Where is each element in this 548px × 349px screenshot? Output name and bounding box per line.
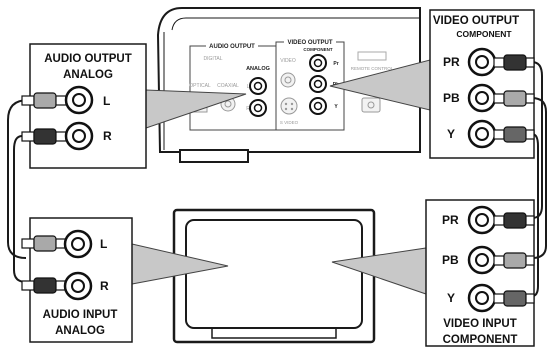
- video-y-cable: [531, 133, 539, 297]
- video-input-pb-jack-icon: [467, 245, 497, 275]
- analog-r-jack-icon: [249, 99, 267, 117]
- video-input-y-label: Y: [447, 291, 455, 305]
- video-input-y-plug-icon: [493, 290, 535, 307]
- panel-pb-jack-icon: [309, 75, 327, 93]
- panel-analog-label: ANALOG: [246, 66, 270, 72]
- audio-output-title: AUDIO OUTPUT: [44, 53, 132, 65]
- panel-remote-label: REMOTE CONTROL: [351, 66, 394, 71]
- panel-pr-jack-icon: [309, 54, 327, 72]
- video-output-title: VIDEO OUTPUT: [433, 15, 519, 27]
- video-input-subtitle: COMPONENT: [443, 334, 518, 346]
- panel-video-label: VIDEO: [280, 58, 296, 64]
- panel-pr-label: Pr: [333, 61, 338, 67]
- video-output-pb-plug-icon: [493, 90, 535, 107]
- audio-input-l-label: L: [100, 237, 107, 251]
- video-input-title: VIDEO INPUT: [443, 318, 516, 330]
- audio-r-cable: [13, 135, 27, 283]
- remote-jack-icon: [361, 97, 381, 113]
- panel-optical-label: OPTICAL: [189, 83, 211, 89]
- video-output-y-jack-icon: [467, 119, 497, 149]
- panel-video-output-label: VIDEO OUTPUT: [287, 40, 332, 46]
- audio-output-l-label: L: [103, 94, 110, 108]
- video-jack-icon: [280, 72, 296, 88]
- panel-component-label: COMPONENT: [303, 47, 333, 52]
- video-input-pb-plug-icon: [493, 252, 535, 269]
- video-input-y-jack-icon: [467, 283, 497, 313]
- video-output-pr-label: PR: [443, 55, 460, 69]
- video-input-pr-plug-icon: [493, 212, 535, 229]
- video-input-callout: PR PB Y VIDEO INPUT COMPONENT: [425, 199, 535, 347]
- audio-input-title: AUDIO INPUT: [43, 309, 118, 321]
- video-output-pr-plug-icon: [493, 54, 535, 71]
- video-output-subtitle: COMPONENT: [456, 29, 512, 39]
- audio-output-r-label: R: [103, 129, 112, 143]
- panel-coaxial-label: COAXIAL: [217, 83, 239, 89]
- panel-l-label: L: [247, 84, 250, 90]
- audio-l-cable: [7, 99, 29, 259]
- audio-input-r-plug-icon: [21, 277, 67, 294]
- video-output-y-plug-icon: [493, 126, 535, 143]
- video-output-y-label: Y: [447, 127, 455, 141]
- tv-set: [172, 208, 376, 344]
- video-input-pr-label: PR: [442, 213, 459, 227]
- player-foot: [179, 149, 249, 163]
- video-output-pb-jack-icon: [467, 83, 497, 113]
- video-output-pb-label: PB: [443, 91, 460, 105]
- panel-audio-output-label: AUDIO OUTPUT: [209, 44, 255, 50]
- video-output-pr-jack-icon: [467, 47, 497, 77]
- analog-l-jack-icon: [249, 77, 267, 95]
- tv-screen: [185, 219, 363, 329]
- panel-r-label: R: [246, 106, 250, 112]
- svideo-jack-icon: [280, 97, 298, 115]
- panel-digital-label: DIGITAL: [203, 56, 222, 62]
- audio-output-r-plug-icon: [21, 128, 67, 145]
- video-input-pr-jack-icon: [467, 205, 497, 235]
- audio-input-r-label: R: [100, 279, 109, 293]
- audio-output-l-jack-icon: [64, 85, 94, 115]
- audio-input-subtitle: ANALOG: [55, 325, 105, 337]
- audio-input-l-plug-icon: [21, 235, 67, 252]
- panel-svideo-label: S VIDEO: [280, 120, 299, 125]
- video-input-pb-label: PB: [442, 253, 459, 267]
- audio-output-subtitle: ANALOG: [63, 69, 113, 81]
- video-pb-cable: [531, 97, 547, 259]
- audio-input-l-jack-icon: [63, 229, 93, 259]
- panel-y-label: Y: [334, 104, 338, 110]
- audio-output-r-jack-icon: [64, 121, 94, 151]
- audio-input-r-jack-icon: [63, 271, 93, 301]
- panel-y-jack-icon: [309, 97, 327, 115]
